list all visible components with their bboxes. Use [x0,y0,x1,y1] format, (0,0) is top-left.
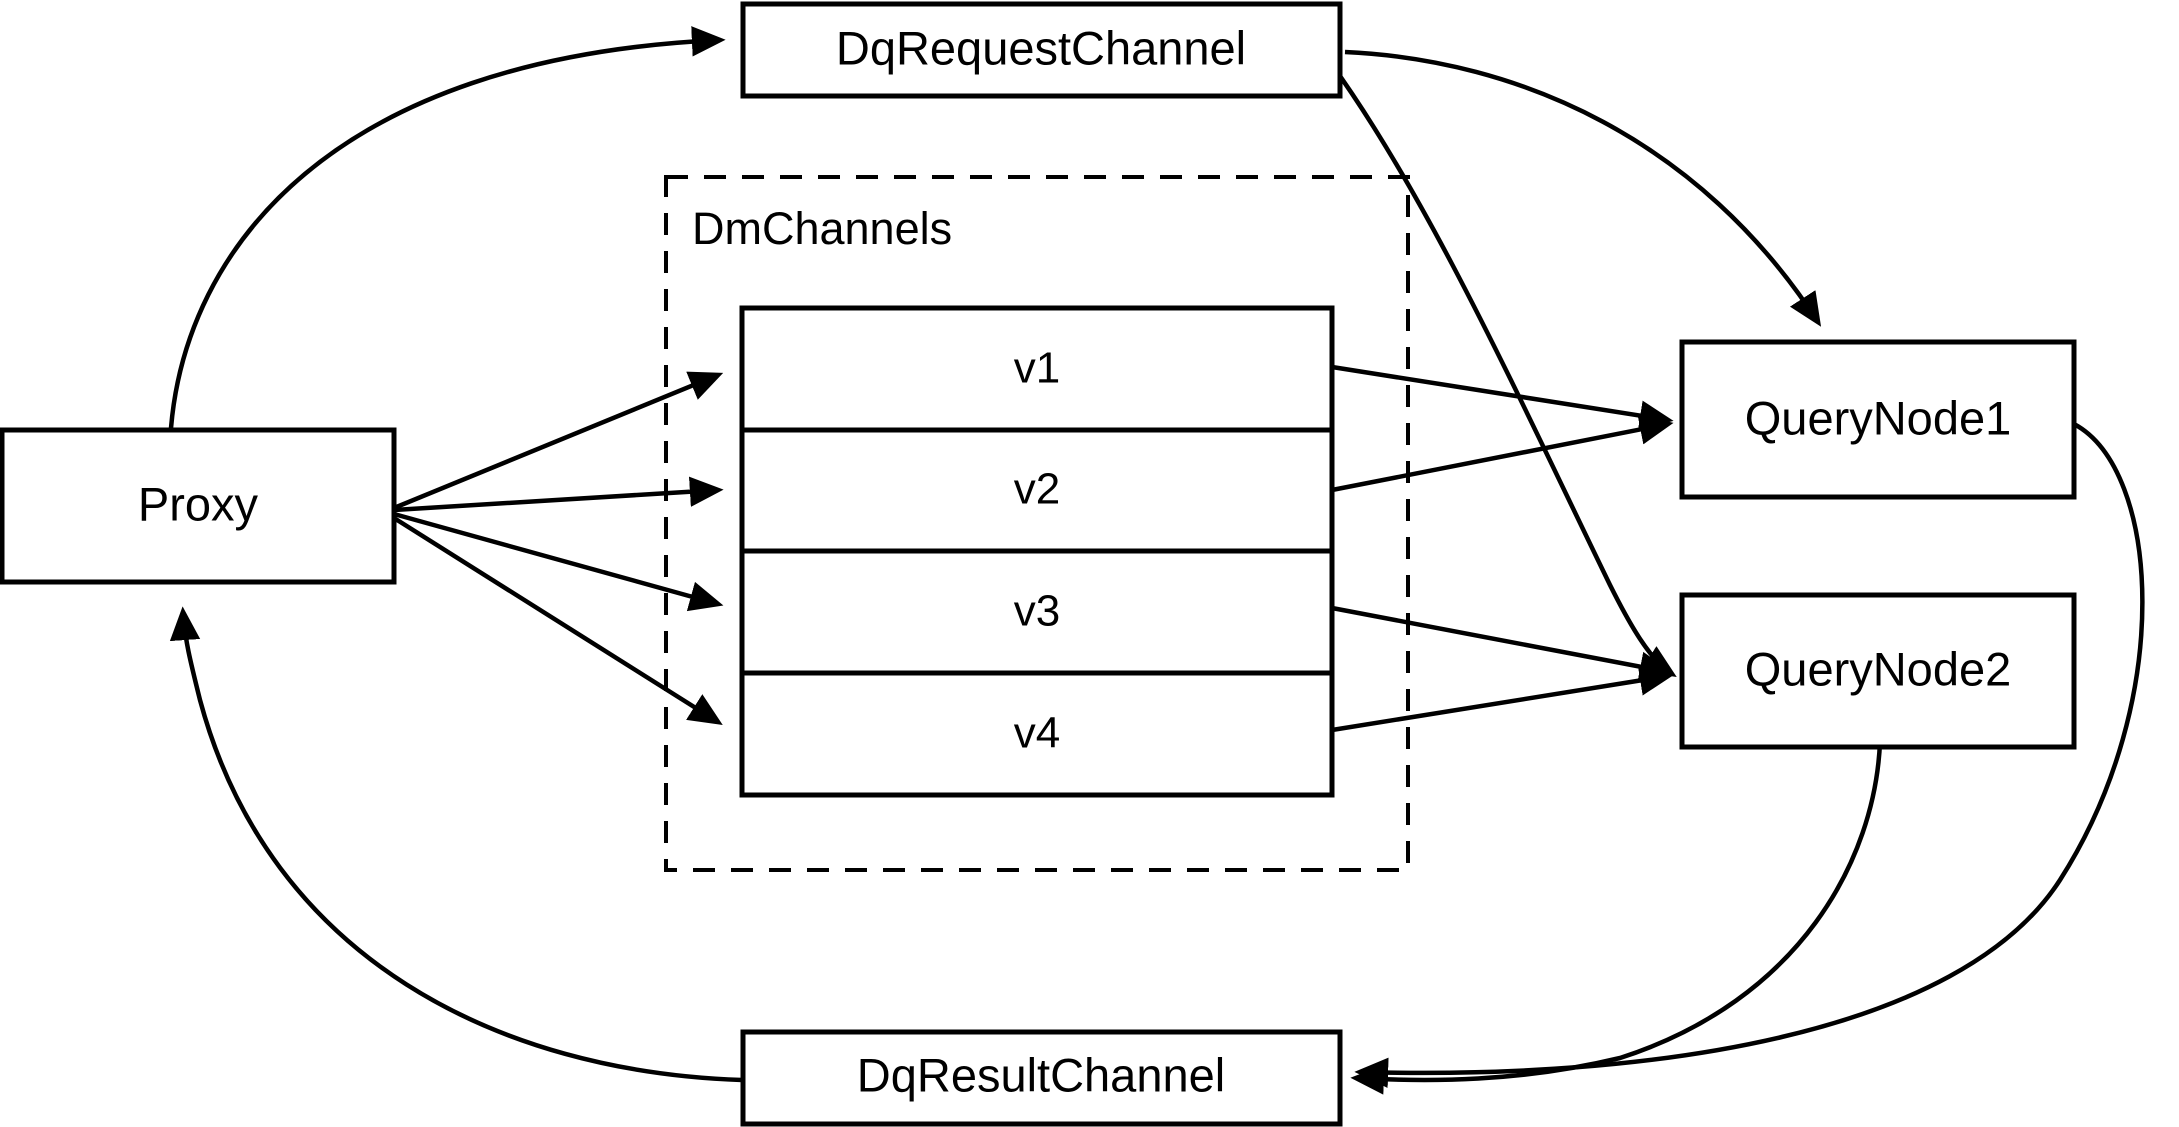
node-dq-request-channel[interactable]: DqRequestChannel [740,1,1343,99]
proxy-label: Proxy [138,477,259,530]
node-dq-result-channel[interactable]: DqResultChannel [740,1029,1343,1127]
dq-result-channel-box[interactable] [740,1029,1343,1127]
edge-layer [168,26,2145,1095]
proxy-box[interactable] [0,427,397,585]
dm-channels-group [664,175,1410,872]
dm-channels-table: v1 v2 v3 v4 [739,305,1335,798]
edge-proxy-to-dqrequestchannel [168,26,726,429]
dq-request-channel-label: DqRequestChannel [836,21,1246,74]
edge-dqrequestchannel-to-querynode1 [1344,49,1822,327]
node-query-node-2[interactable]: QueryNode2 [1679,592,2077,750]
edge-querynode2-to-dqresultchannel [1350,741,1883,1095]
query-node-2-box[interactable] [1679,592,2077,750]
edge-v1-to-querynode1 [1331,364,1674,431]
edge-dqresultchannel-to-proxy [169,606,743,1083]
dq-result-channel-label: DqResultChannel [857,1048,1225,1101]
query-node-2-label: QueryNode2 [1745,642,2012,695]
edge-querynode1-to-dqresultchannel [1354,422,2145,1088]
edge-v4-to-querynode2 [1331,665,1674,733]
edge-v3-to-querynode2 [1331,605,1674,682]
query-node-1-box[interactable] [1679,339,2077,500]
dm-channel-v1[interactable]: v1 [1014,344,1060,393]
dm-channel-v3[interactable]: v3 [1014,587,1060,636]
dq-request-channel-box[interactable] [740,1,1343,99]
dm-channel-v4[interactable]: v4 [1014,709,1060,758]
node-query-node-1[interactable]: QueryNode1 [1679,339,2077,500]
dm-channel-v2[interactable]: v2 [1014,465,1060,514]
dm-channels-group-label: DmChannels [692,203,952,254]
query-node-1-label: QueryNode1 [1745,391,2012,444]
node-proxy[interactable]: Proxy [0,427,397,585]
edge-proxy-to-v3 [393,511,724,612]
edge-proxy-to-v1 [393,371,724,511]
edge-v2-to-querynode1 [1331,414,1674,493]
